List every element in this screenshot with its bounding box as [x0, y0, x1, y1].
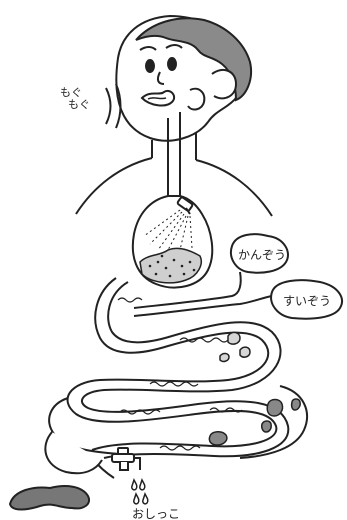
stool-output	[10, 486, 89, 509]
ear	[212, 70, 236, 98]
chewing-motion-lines	[106, 84, 121, 128]
pancreas-label: すいぞう	[283, 294, 331, 308]
faucet-icon	[112, 448, 140, 470]
urine-drops	[132, 480, 148, 504]
small-intestine	[68, 278, 289, 458]
chewing-label-line2: もぐ	[68, 98, 90, 111]
liver-label: かんぞう	[238, 248, 286, 262]
child-head	[116, 16, 251, 141]
bladder	[45, 432, 102, 473]
stomach	[133, 196, 212, 288]
urine-label: おしっこ	[132, 507, 180, 520]
food-in-intestine	[220, 332, 250, 361]
